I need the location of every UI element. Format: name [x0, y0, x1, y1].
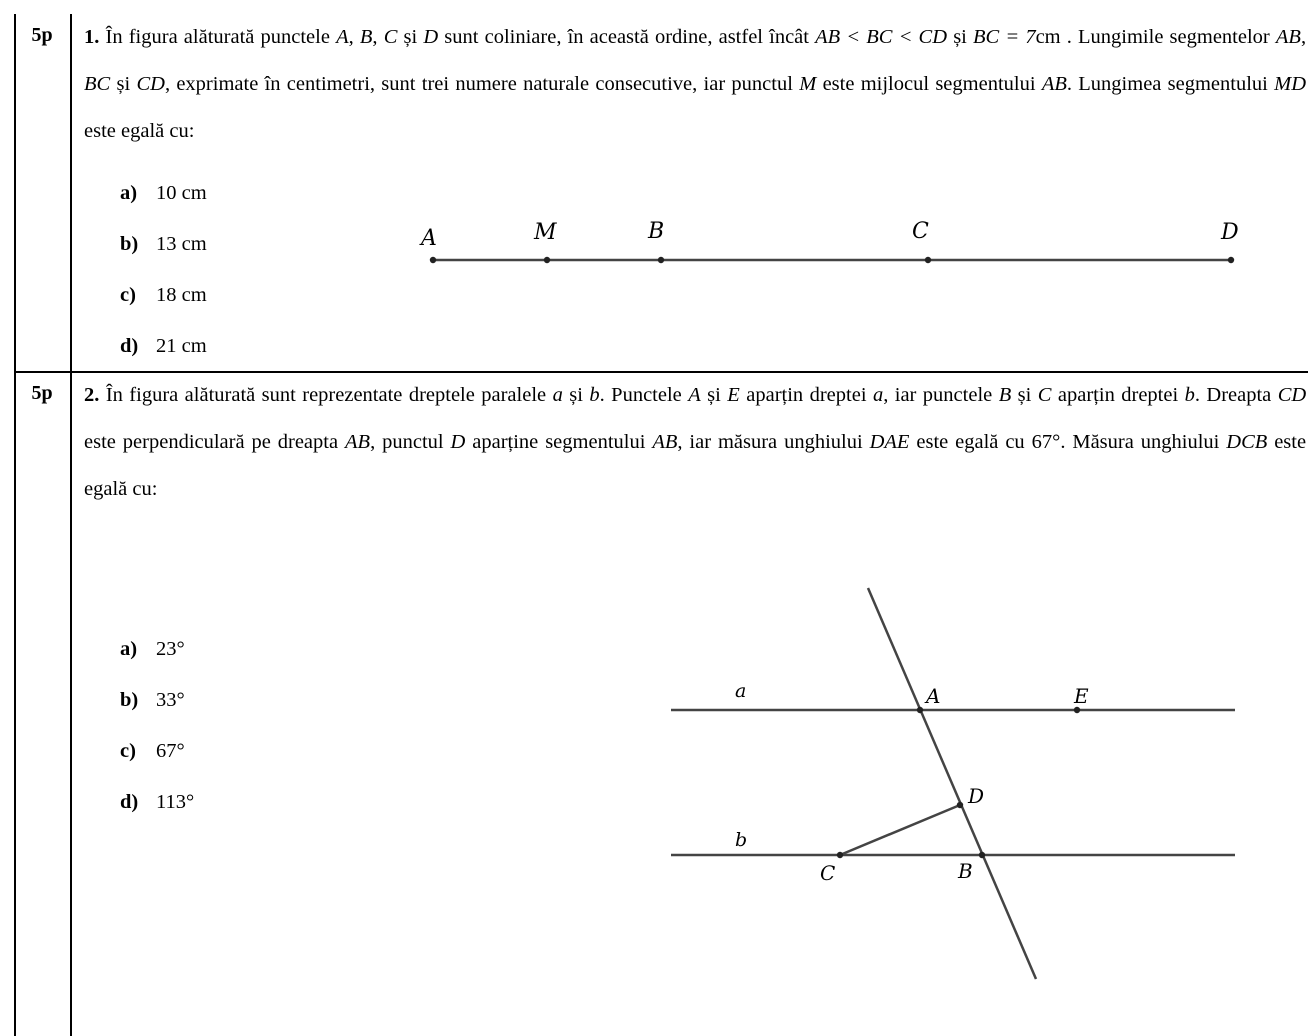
q1-figure: A M B C D: [419, 219, 1239, 264]
q2-label-a: a: [735, 680, 746, 702]
q2-point-D: [956, 801, 964, 809]
q2-option-b[interactable]: b)33°: [120, 689, 185, 711]
q1-point-D: [1227, 256, 1235, 264]
q1-number: 1.: [84, 26, 100, 48]
table-column-divider: [70, 14, 72, 1036]
q1-label-C: C: [912, 219, 929, 244]
q2-points: 5p: [31, 382, 53, 404]
q2-label-E: E: [1073, 684, 1089, 708]
table-row-divider: [14, 371, 1308, 373]
q1-label-B: B: [647, 219, 664, 244]
q1-points: 5p: [31, 24, 53, 46]
q1-point-C: [924, 256, 932, 264]
q1-option-c[interactable]: c)18 cm: [120, 284, 207, 306]
q2-label-D: D: [967, 784, 984, 808]
q2-label-b: b: [735, 829, 747, 851]
q1-point-M: [543, 256, 551, 264]
q2-label-B: B: [957, 859, 973, 883]
q2-option-d[interactable]: d)113°: [120, 791, 195, 813]
q2-statement: 2. În figura alăturată sunt reprezentate…: [84, 384, 1307, 500]
exam-table: 5p 1. În figura alăturată punctele A, B,…: [14, 14, 1308, 1036]
q1-label-M: M: [533, 220, 557, 245]
q2-transversal-AB: [866, 587, 1038, 980]
q2-number: 2.: [84, 384, 100, 406]
q2-point-E: [1073, 706, 1081, 714]
q2-label-C: C: [820, 861, 835, 885]
q2-point-B: [978, 851, 986, 859]
q1-option-a[interactable]: a)10 cm: [120, 182, 207, 204]
q1-label-D: D: [1220, 220, 1239, 245]
q2-figure: a b A E D C B: [671, 587, 1235, 980]
q1-option-b[interactable]: b)13 cm: [120, 233, 207, 255]
q1-point-A: [429, 256, 437, 264]
q1-label-A: A: [419, 226, 437, 251]
q1-statement: 1. În figura alăturată punctele A, B, C …: [84, 26, 1307, 142]
q2-label-A: A: [924, 684, 940, 708]
q2-point-A: [916, 706, 924, 714]
q1-point-B: [657, 256, 665, 264]
q1-option-d[interactable]: d)21 cm: [120, 335, 207, 357]
q2-option-c[interactable]: c)67°: [120, 740, 185, 762]
q2-option-a[interactable]: a)23°: [120, 638, 185, 660]
q2-segment-CD: [839, 803, 961, 857]
table-left-border: [14, 14, 16, 1036]
q2-point-C: [836, 851, 844, 859]
